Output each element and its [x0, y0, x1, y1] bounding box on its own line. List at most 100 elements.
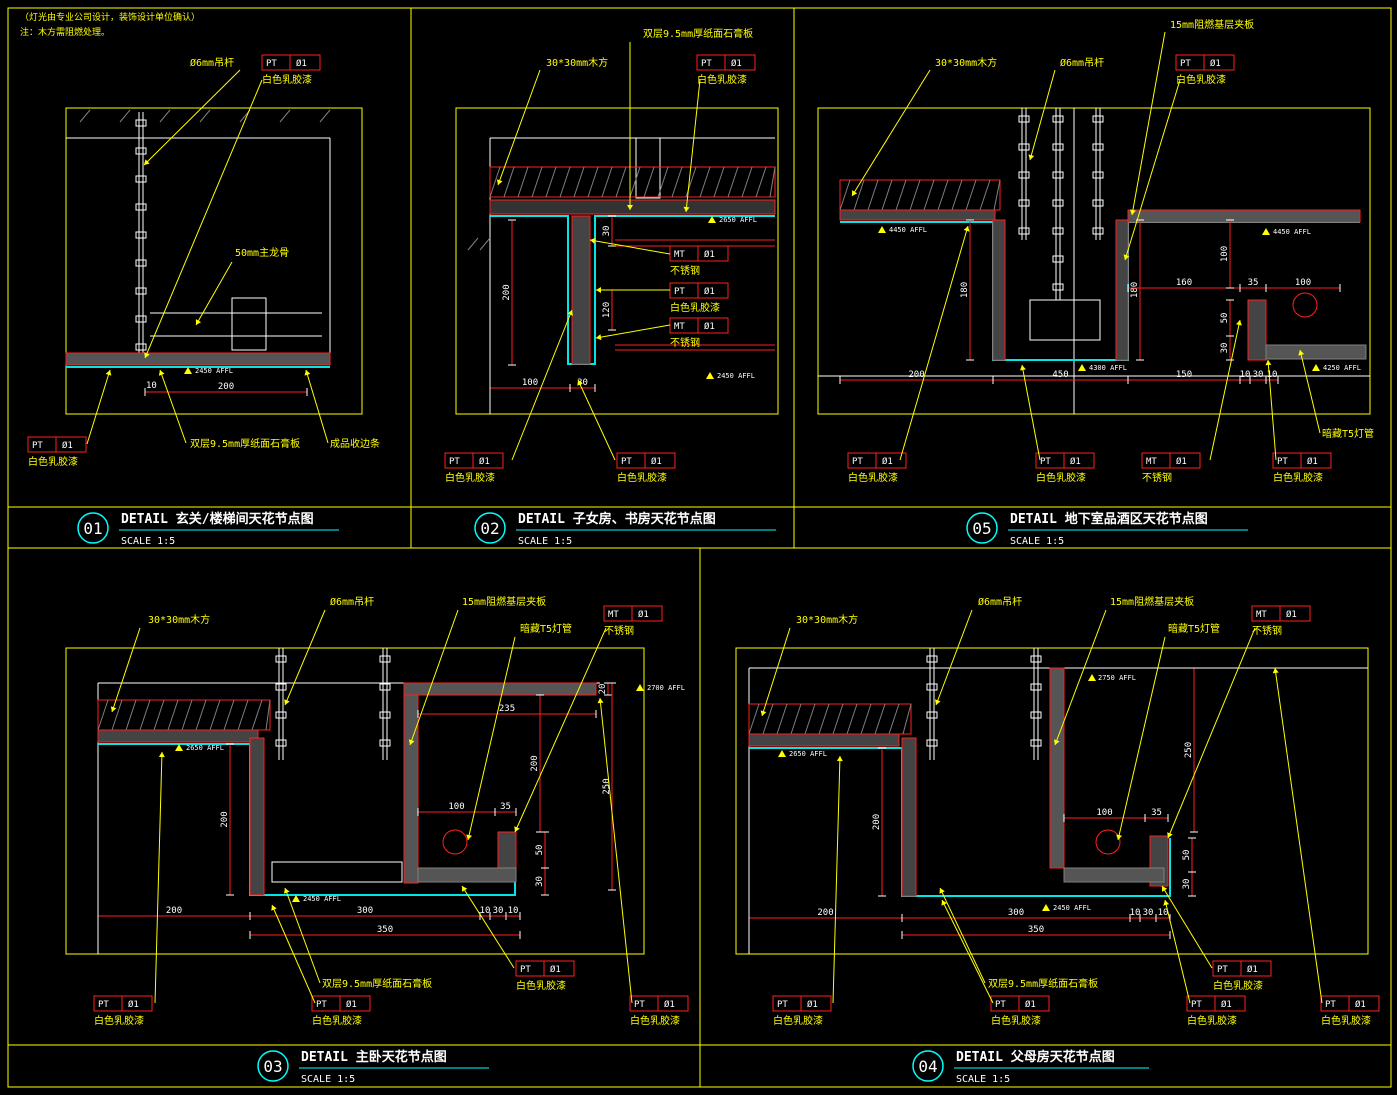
rod-nut [135, 231, 147, 239]
level-text: 2450 AFFL [1053, 904, 1091, 912]
dimension-text: 35 [500, 802, 511, 812]
detail-title: DETAIL 地下室品酒区天花节点图 [1010, 511, 1208, 527]
tag-code: PT [316, 1000, 327, 1010]
tag-num-box [697, 245, 729, 262]
tag-description: 白色乳胶漆 [991, 1014, 1041, 1027]
callout-label: 双层9.5mm厚纸面石膏板 [190, 437, 300, 450]
hanger-rod [135, 112, 147, 355]
slab-hatch [199, 109, 211, 123]
callout-label: Ø6mm吊杆 [1060, 57, 1104, 69]
tag-description: 白色乳胶漆 [630, 1014, 680, 1027]
dimension-text: 150 [1176, 370, 1192, 380]
material-tag: PT Ø1 白色乳胶漆 [93, 995, 153, 1027]
tag-num-box [1348, 995, 1380, 1012]
hatch-stroke [762, 703, 774, 735]
tag-num-box [472, 452, 504, 469]
tag-description: 白色乳胶漆 [1321, 1014, 1371, 1027]
detail-scale: SCALE 1:5 [1010, 536, 1064, 547]
callout-label: Ø6mm吊杆 [330, 596, 374, 608]
rod-nut [1092, 227, 1104, 235]
tag-number: Ø1 [62, 440, 73, 451]
rod-nut [275, 683, 287, 691]
leader-line [1131, 31, 1166, 216]
level-marker [292, 895, 300, 902]
cove-board [1063, 867, 1165, 883]
rod-nut [1092, 199, 1104, 207]
tag-number: Ø1 [1070, 456, 1081, 467]
equipment-box [1029, 299, 1101, 341]
dimension-text: 100 [1096, 808, 1112, 818]
ceiling-board [1127, 209, 1361, 223]
tag-num-box [1300, 452, 1332, 469]
tag-description: 白色乳胶漆 [697, 73, 747, 86]
tag-number: Ø1 [346, 999, 357, 1010]
leader-arrow [408, 739, 415, 745]
dimension-text: 30 [602, 226, 612, 237]
tag-code: MT [1146, 457, 1157, 467]
tag-description: 白色乳胶漆 [94, 1014, 144, 1027]
rod-nut [1092, 171, 1104, 179]
tag-code: PT [266, 59, 277, 69]
detail-scale: SCALE 1:5 [121, 536, 175, 547]
rod-nut [1052, 171, 1064, 179]
tag-code: PT [449, 457, 460, 467]
rod-nut [1018, 115, 1030, 123]
rod-nut [1052, 283, 1064, 291]
tag-number: Ø1 [807, 999, 818, 1010]
leader-arrow [195, 319, 202, 325]
leader-arrow [271, 905, 277, 911]
cove-board [1265, 344, 1367, 360]
hatch-stroke [573, 166, 585, 198]
leader-arrow [105, 370, 112, 376]
tag-number: Ø1 [1247, 964, 1258, 975]
tag-number: Ø1 [1286, 609, 1297, 620]
tag-description: 白色乳胶漆 [617, 471, 667, 484]
lamp-cove [1247, 299, 1267, 361]
rod-nut [135, 259, 147, 267]
leader-line [511, 309, 573, 461]
dimension-text: 200 [166, 906, 182, 916]
leader-line [271, 904, 316, 1004]
leader-line [1117, 636, 1166, 841]
dimension-text: 10 [146, 381, 157, 391]
hatch-stroke [489, 166, 501, 198]
dimension-text: 35 [1151, 808, 1162, 818]
tag-description: 白色乳胶漆 [1273, 471, 1323, 484]
leader-arrow [1028, 154, 1035, 160]
tag-number: Ø1 [128, 999, 139, 1010]
detail-scale: SCALE 1:5 [956, 1074, 1010, 1085]
tag-code: PT [98, 1000, 109, 1010]
dimension-text: 100 [1220, 246, 1230, 262]
hatch-stroke [776, 703, 788, 735]
dimension-text: 30 [535, 876, 545, 887]
leader-line [851, 69, 931, 197]
tag-num-box [1018, 995, 1050, 1012]
tag-code: PT [1040, 457, 1051, 467]
tag-description: 白色乳胶漆 [1187, 1014, 1237, 1027]
hatch-stroke [559, 166, 571, 198]
callout-label: 30*30mm木方 [796, 613, 858, 626]
callout-label: 暗藏T5灯管 [1168, 622, 1220, 635]
leader-line [514, 627, 607, 833]
hatch-stroke [251, 699, 263, 731]
tag-code: PT [1277, 457, 1288, 467]
dimension-text: 200 [908, 370, 924, 380]
hatch-stroke [699, 166, 711, 198]
hatch-stroke [846, 703, 858, 735]
hatch-stroke [902, 703, 912, 735]
tag-num-box [339, 995, 371, 1012]
leader-arrow [1162, 886, 1168, 892]
slab-hatch [159, 109, 171, 123]
detail-number: 03 [263, 1057, 282, 1076]
dimension-text: 200 [530, 755, 540, 771]
hatch-stroke [923, 179, 935, 211]
dimension-text: 180 [960, 282, 970, 298]
